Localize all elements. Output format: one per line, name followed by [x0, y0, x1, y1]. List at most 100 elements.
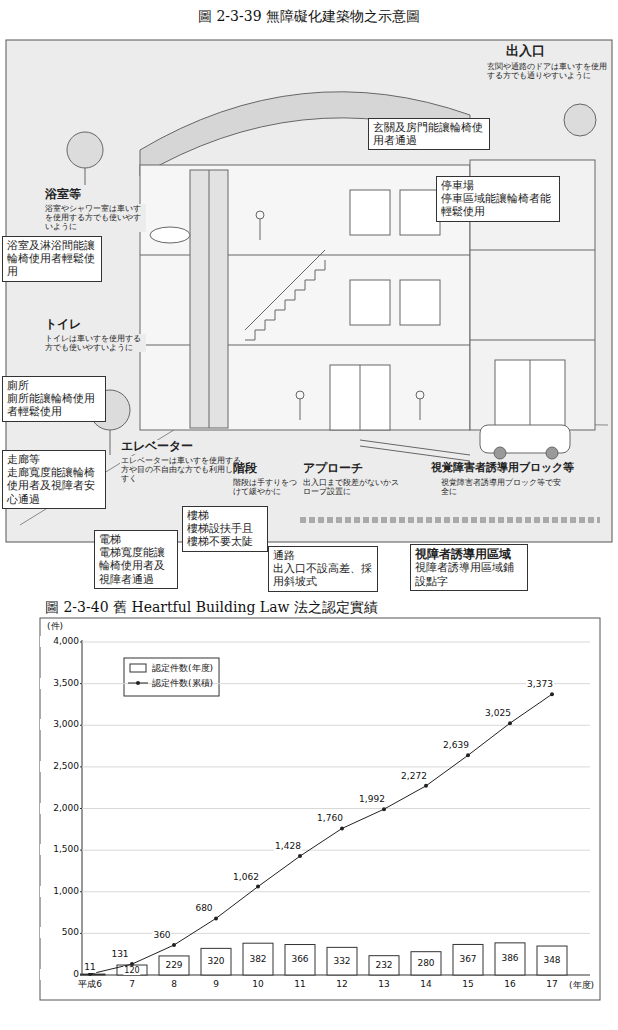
bar-value: 386: [500, 953, 519, 964]
bar-value: 120: [123, 966, 140, 975]
callout-heading: 走廊等: [7, 453, 101, 466]
callout-box: 玄關及房門能讓輪椅使用者通過: [368, 118, 490, 150]
cumulative-value: 2,639: [442, 740, 470, 751]
callout-heading: 廁所: [7, 379, 101, 392]
x-tick-label: 14: [419, 979, 432, 990]
figure-caption: 圖 2-3-40 舊 Heartful Building Law 法之認定實績: [45, 599, 378, 617]
y-tick-label: 2,000: [40, 803, 80, 814]
callout-text: 浴室及淋浴間能讓輪椅使用者輕鬆使用: [7, 239, 97, 279]
cumulative-marker: [508, 721, 512, 725]
callout-text: 廁所能讓輪椅使用者輕鬆使用: [7, 392, 101, 418]
callout-heading: 停車場: [441, 179, 555, 192]
callout-box: 停車場停車區域能讓輪椅者能輕鬆使用: [436, 176, 560, 222]
x-tick-label: 8: [170, 979, 178, 990]
axis-unit: (年度): [568, 980, 595, 991]
bar-value: 366: [290, 954, 309, 965]
cumulative-marker: [340, 826, 344, 830]
callout-text: 停車區域能讓輪椅者能輕鬆使用: [441, 192, 555, 218]
illustration-note: トイレは車いすを使用する方でも使いやすいように: [44, 334, 146, 352]
cumulative-value: 1,992: [358, 794, 386, 805]
illustration-note: 階段は手すりをつけて緩やかに: [232, 478, 300, 496]
cumulative-marker: [466, 753, 470, 757]
bar-value: 232: [374, 960, 393, 971]
illustration-heading: 出入口: [505, 44, 546, 59]
cumulative-marker: [172, 943, 176, 947]
y-tick-label: 0: [40, 969, 80, 980]
illustration-heading: 階段: [232, 462, 258, 476]
annual-bar: [411, 952, 441, 975]
cumulative-value: 1,062: [232, 872, 260, 883]
x-tick-label: 16: [503, 979, 516, 990]
cumulative-value: 2,272: [400, 771, 428, 782]
bar-value: 367: [458, 954, 477, 965]
legend-text: 認定件数(年度): [152, 663, 213, 674]
legend-swatch: [136, 681, 140, 685]
cumulative-value: 131: [110, 949, 129, 960]
callout-text: 玄關及房門能讓輪椅使用者通過: [373, 121, 485, 147]
x-tick-label: 15: [461, 979, 474, 990]
illustration-note: 出入口まで段差がないかスロープ設置に: [302, 478, 402, 496]
cumulative-marker: [298, 854, 302, 858]
x-tick-label: 12: [335, 979, 348, 990]
bar-value: 382: [248, 954, 267, 965]
cumulative-value: 1,428: [274, 841, 302, 852]
bar-value: 332: [332, 956, 351, 967]
illustration-note: 浴室やシャワー室は車いすを使用する方でも使いやすいように: [44, 204, 146, 232]
y-tick-label: 4,000: [40, 636, 80, 647]
cumulative-marker: [256, 885, 260, 889]
legend-swatch: [130, 664, 146, 672]
callout-text: 視障者誘導用區域鋪設點字: [415, 561, 523, 587]
y-tick-label: 1,500: [40, 844, 80, 855]
x-tick-label: 11: [293, 979, 306, 990]
illustration-heading: アプローチ: [302, 462, 364, 476]
illustration-heading: 視覚障害者誘導用ブロック等: [430, 462, 575, 475]
bar-value: 280: [416, 958, 435, 969]
x-tick-label: 7: [128, 979, 136, 990]
callout-text: 出入口不設高差、採用斜坡式: [273, 562, 373, 588]
bar-value: 320: [206, 956, 225, 967]
cumulative-marker: [382, 807, 386, 811]
figure-title: 圖 2-3-39 無障礙化建築物之示意圖: [0, 8, 618, 26]
callout-text: 電梯寬度能讓輪椅使用者及視障者通過: [99, 546, 173, 586]
annual-bar: [369, 956, 399, 975]
legend-text: 認定件数(累積): [152, 678, 213, 689]
tactile-blocks: [300, 517, 600, 523]
callout-box: 浴室及淋浴間能讓輪椅使用者輕鬆使用: [2, 236, 102, 282]
grid-line: [82, 891, 590, 892]
x-tick-label: 平成6: [77, 979, 103, 990]
grid-line: [82, 766, 590, 767]
callout-box: 樓梯樓梯設扶手且樓梯不要太陡: [182, 506, 268, 552]
cumulative-value: 1,760: [316, 813, 344, 824]
callout-box: 電梯電梯寬度能讓輪椅使用者及視障者通過: [94, 530, 178, 589]
y-tick-label: 1,000: [40, 886, 80, 897]
illustration-note: 視覚障害者誘導用ブロック等で安全に: [440, 478, 564, 496]
callout-heading: 樓梯: [187, 509, 263, 522]
cumulative-value: 3,373: [526, 679, 554, 690]
illustration-heading: エレベーター: [120, 440, 194, 454]
cumulative-marker: [214, 916, 218, 920]
callout-heading: 視障者誘導用區域: [415, 547, 523, 561]
axis-unit: (件): [46, 621, 64, 632]
callout-text: 走廊寬度能讓輪椅使用者及視障者安心通過: [7, 466, 101, 506]
illustration-heading: 浴室等: [44, 188, 82, 202]
bar-value: 229: [164, 960, 183, 971]
callout-heading: 通路: [273, 549, 373, 562]
grid-line: [82, 850, 590, 851]
cumulative-value: 360: [152, 930, 171, 941]
illustration-note: 玄関や通路のドアは車いすを使用する方でも通りやすいように: [486, 62, 608, 80]
cumulative-line: [90, 694, 552, 974]
callout-heading: 電梯: [99, 533, 173, 546]
annual-bar: [453, 944, 483, 975]
y-tick-label: 500: [40, 927, 80, 938]
bar-value: 348: [542, 955, 561, 966]
y-tick-label: 2,500: [40, 761, 80, 772]
x-tick-label: 13: [377, 979, 390, 990]
cumulative-value: 680: [194, 903, 213, 914]
y-tick-label: 3,500: [40, 678, 80, 689]
callout-box: 走廊等走廊寬度能讓輪椅使用者及視障者安心通過: [2, 450, 106, 509]
grid-line: [82, 808, 590, 809]
x-tick-label: 17: [545, 979, 558, 990]
callout-box: 視障者誘導用區域視障者誘導用區域鋪設點字: [410, 544, 528, 591]
